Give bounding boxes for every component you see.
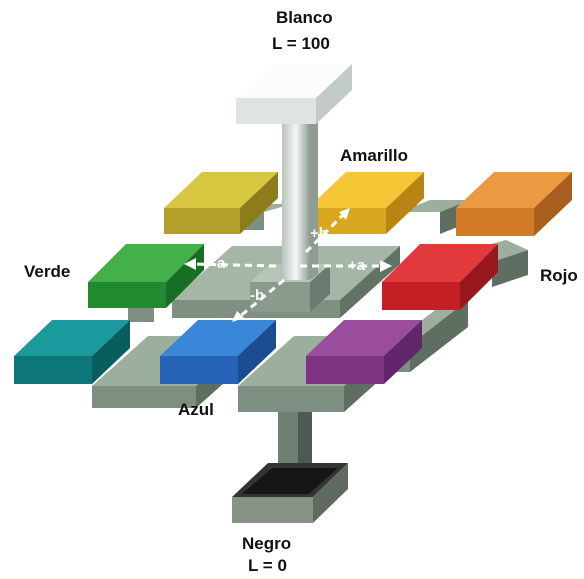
- pos-b-arrow: [304, 212, 346, 254]
- olive-block: [164, 172, 278, 234]
- orange-block: [456, 172, 572, 236]
- red-block: [382, 244, 498, 310]
- upper-pole: [282, 104, 318, 280]
- pos-a-label: +a: [348, 257, 366, 274]
- pos-b-label: +b: [310, 225, 328, 242]
- neg-b-arrow: [237, 278, 285, 320]
- neg-b-label: -b: [250, 287, 265, 304]
- yellow-block: [308, 172, 424, 234]
- red-label: Rojo: [540, 266, 578, 285]
- blue-label: Azul: [178, 400, 214, 419]
- black-block: [232, 463, 348, 523]
- white-value-label: L = 100: [272, 34, 330, 53]
- black-value-label: L = 0: [248, 556, 287, 575]
- yellow-label: Amarillo: [340, 146, 409, 165]
- neg-a-label: -a: [212, 255, 226, 272]
- white-name-label: Blanco: [276, 8, 333, 27]
- teal-block: [14, 320, 130, 384]
- green-label: Verde: [24, 262, 71, 281]
- neg-a-arrow: [191, 262, 277, 268]
- axis-arrows: [191, 212, 384, 320]
- green-block: [88, 244, 204, 308]
- black-name-label: Negro: [242, 534, 292, 553]
- blue-block: [160, 320, 276, 384]
- purple-block: [306, 320, 422, 384]
- axis-arrowheads: [184, 208, 392, 322]
- white-block: [236, 64, 352, 124]
